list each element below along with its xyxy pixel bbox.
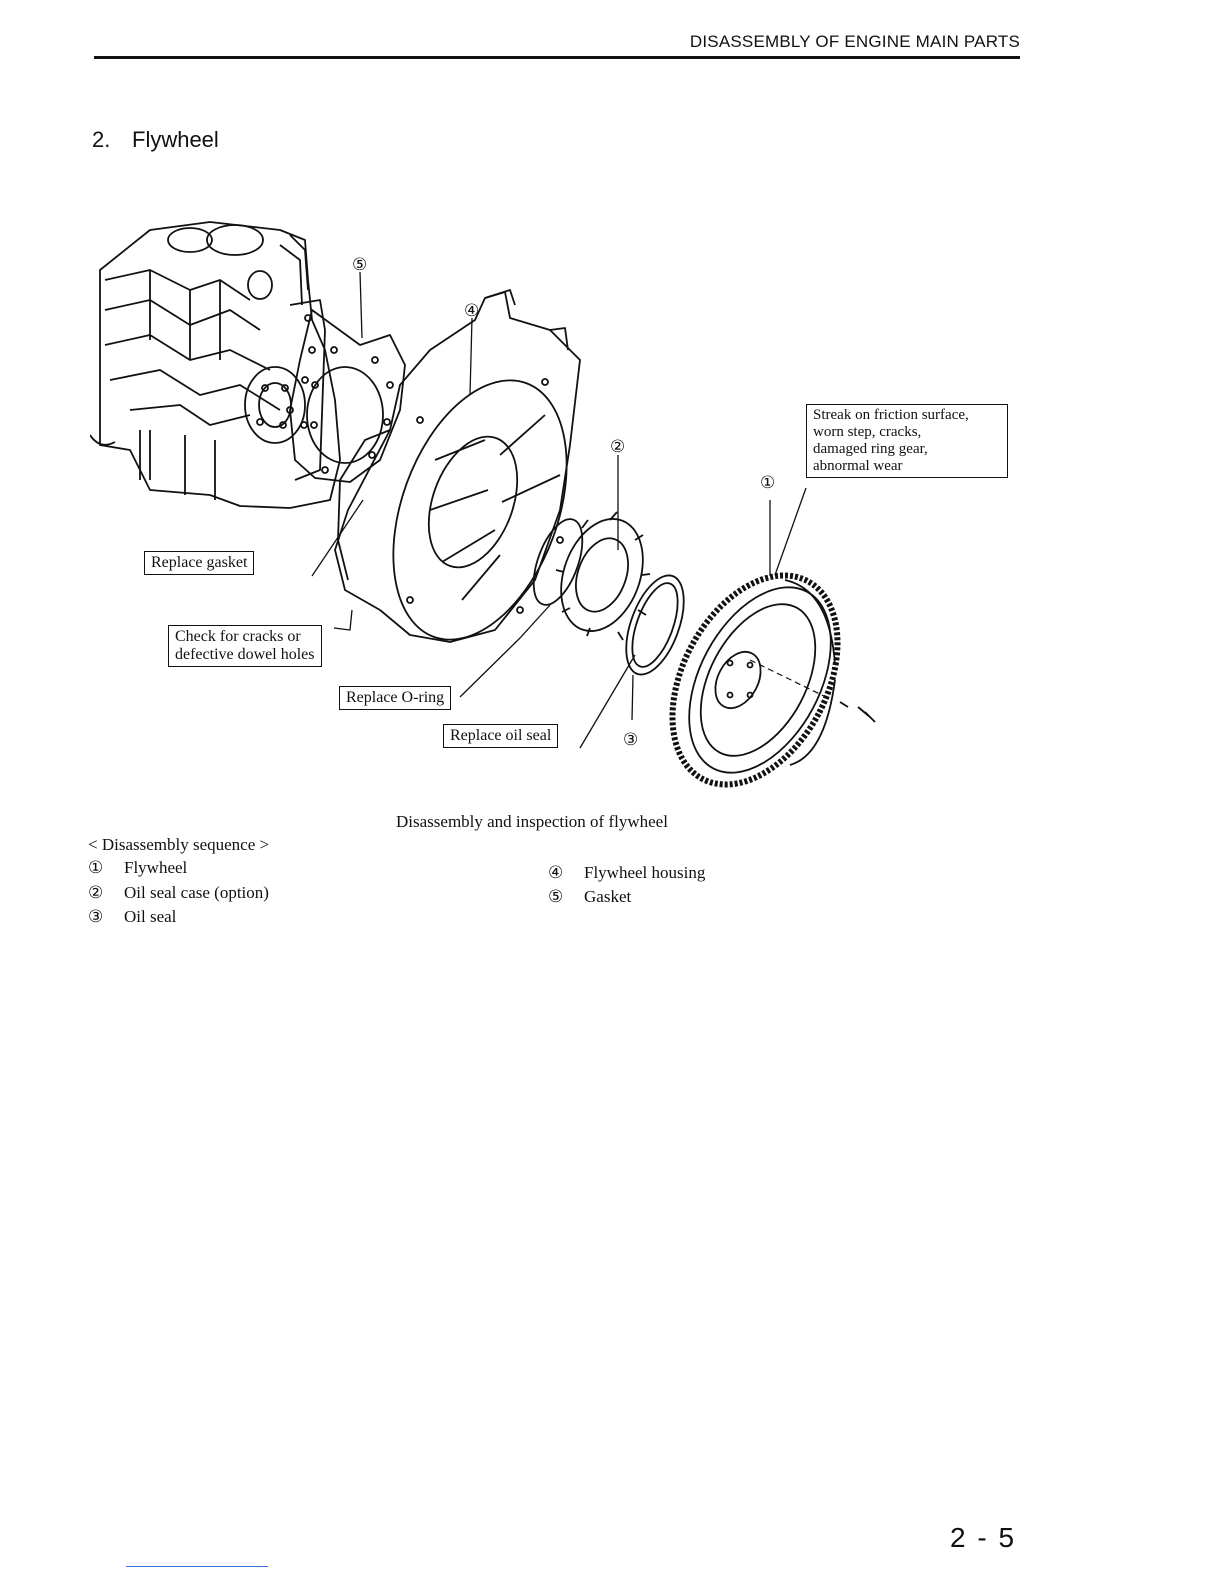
- gasket-drawing: [289, 309, 406, 483]
- marker-4: ④: [464, 301, 479, 321]
- marker-1: ①: [760, 473, 775, 493]
- sequence-item: ④ Flywheel housing: [548, 863, 705, 883]
- sequence-item-number: ⑤: [548, 887, 564, 906]
- callout-flywheel-line1: Streak on friction surface,: [813, 407, 969, 423]
- marker-5: ⑤: [352, 255, 367, 275]
- callout-check-cracks-line1: Check for cracks or: [175, 628, 301, 645]
- callout-replace-oring: Replace O-ring: [339, 686, 452, 710]
- marker-3: ③: [623, 730, 638, 750]
- sequence-heading: < Disassembly sequence >: [88, 835, 270, 854]
- callout-replace-gasket: Replace gasket: [144, 551, 255, 575]
- sequence-item: ③ Oil seal: [88, 907, 176, 927]
- callout-flywheel-line3: damaged ring gear,: [813, 441, 928, 457]
- callout-flywheel-inspection: Streak on friction surface, worn step, c…: [806, 404, 1008, 478]
- callout-flywheel-line2: worn step, cracks,: [813, 424, 922, 440]
- callout-check-cracks: Check for cracks or defective dowel hole…: [168, 625, 322, 667]
- callout-check-cracks-line2: defective dowel holes: [175, 646, 315, 663]
- callout-replace-oil-seal: Replace oil seal: [443, 724, 559, 748]
- sequence-item-label: Oil seal case (option): [124, 883, 269, 902]
- figure-caption: Disassembly and inspection of flywheel: [396, 812, 668, 831]
- marker-2: ②: [610, 437, 625, 457]
- sequence-item-label: Flywheel: [124, 858, 188, 877]
- callout-flywheel-line4: abnormal wear: [813, 458, 903, 474]
- oil-seal-case-drawing: [555, 511, 651, 641]
- sequence-item: ② Oil seal case (option): [88, 883, 269, 903]
- o-ring-drawing: [532, 518, 584, 606]
- sequence-item-number: ①: [88, 858, 104, 877]
- header-title: DISASSEMBLY OF ENGINE MAIN PARTS: [689, 32, 1020, 51]
- sequence-item-label: Gasket: [584, 887, 632, 906]
- header-rule: [94, 56, 1020, 59]
- section-title: Flywheel: [132, 127, 219, 152]
- oil-seal-drawing: [625, 574, 685, 676]
- footer-rule: [126, 1566, 268, 1567]
- sequence-item-number: ④: [548, 863, 564, 882]
- page-number: 2 - 5: [950, 1522, 1017, 1553]
- flywheel-housing-drawing: [334, 289, 581, 643]
- flywheel-exploded-diagram: ⑤ ④ ② ① ③: [90, 221, 876, 788]
- engine-block-drawing: [90, 221, 341, 509]
- sequence-item: ⑤ Gasket: [548, 887, 631, 907]
- sequence-item-number: ③: [88, 907, 104, 926]
- flywheel-drawing: [669, 572, 876, 788]
- section-number: 2.: [92, 127, 111, 152]
- sequence-item-label: Flywheel housing: [584, 863, 706, 882]
- sequence-item-number: ②: [88, 883, 104, 902]
- sequence-item-label: Oil seal: [124, 907, 177, 926]
- sequence-item: ① Flywheel: [88, 858, 187, 878]
